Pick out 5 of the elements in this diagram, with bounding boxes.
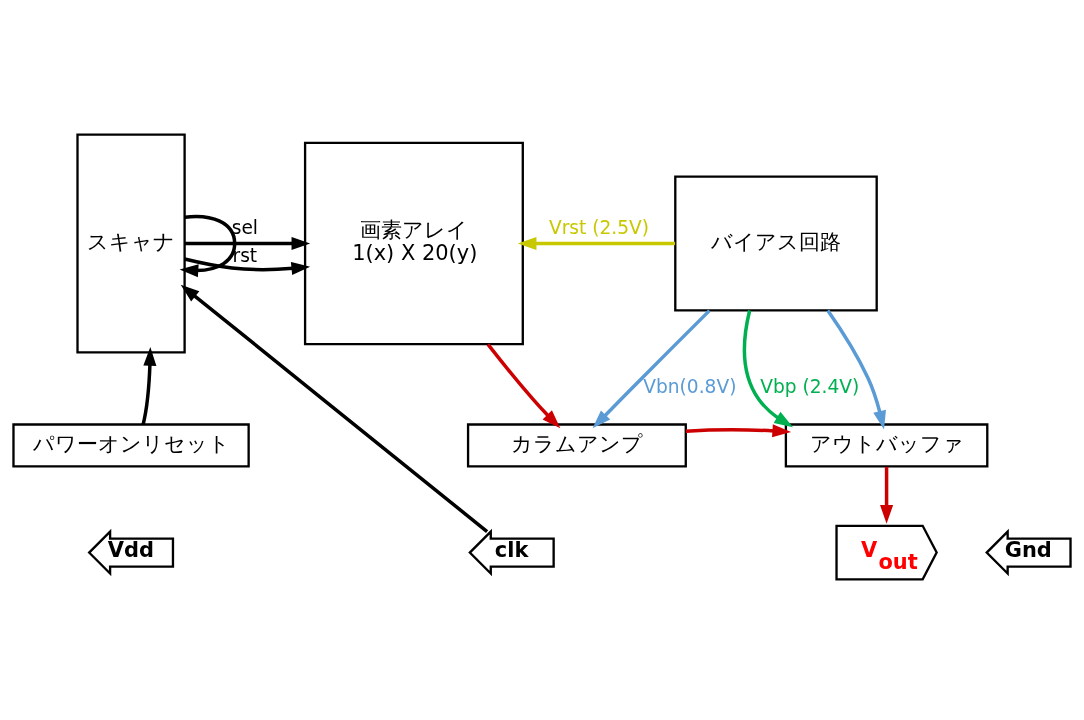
edge-label: sel — [231, 216, 259, 238]
edge-label: Vbp (2.4V) — [760, 375, 860, 397]
edge-label: rst — [232, 244, 258, 266]
edge-label: Vbn(0.8V) — [643, 375, 737, 397]
edge-label: Vrst (2.5V) — [548, 216, 650, 238]
